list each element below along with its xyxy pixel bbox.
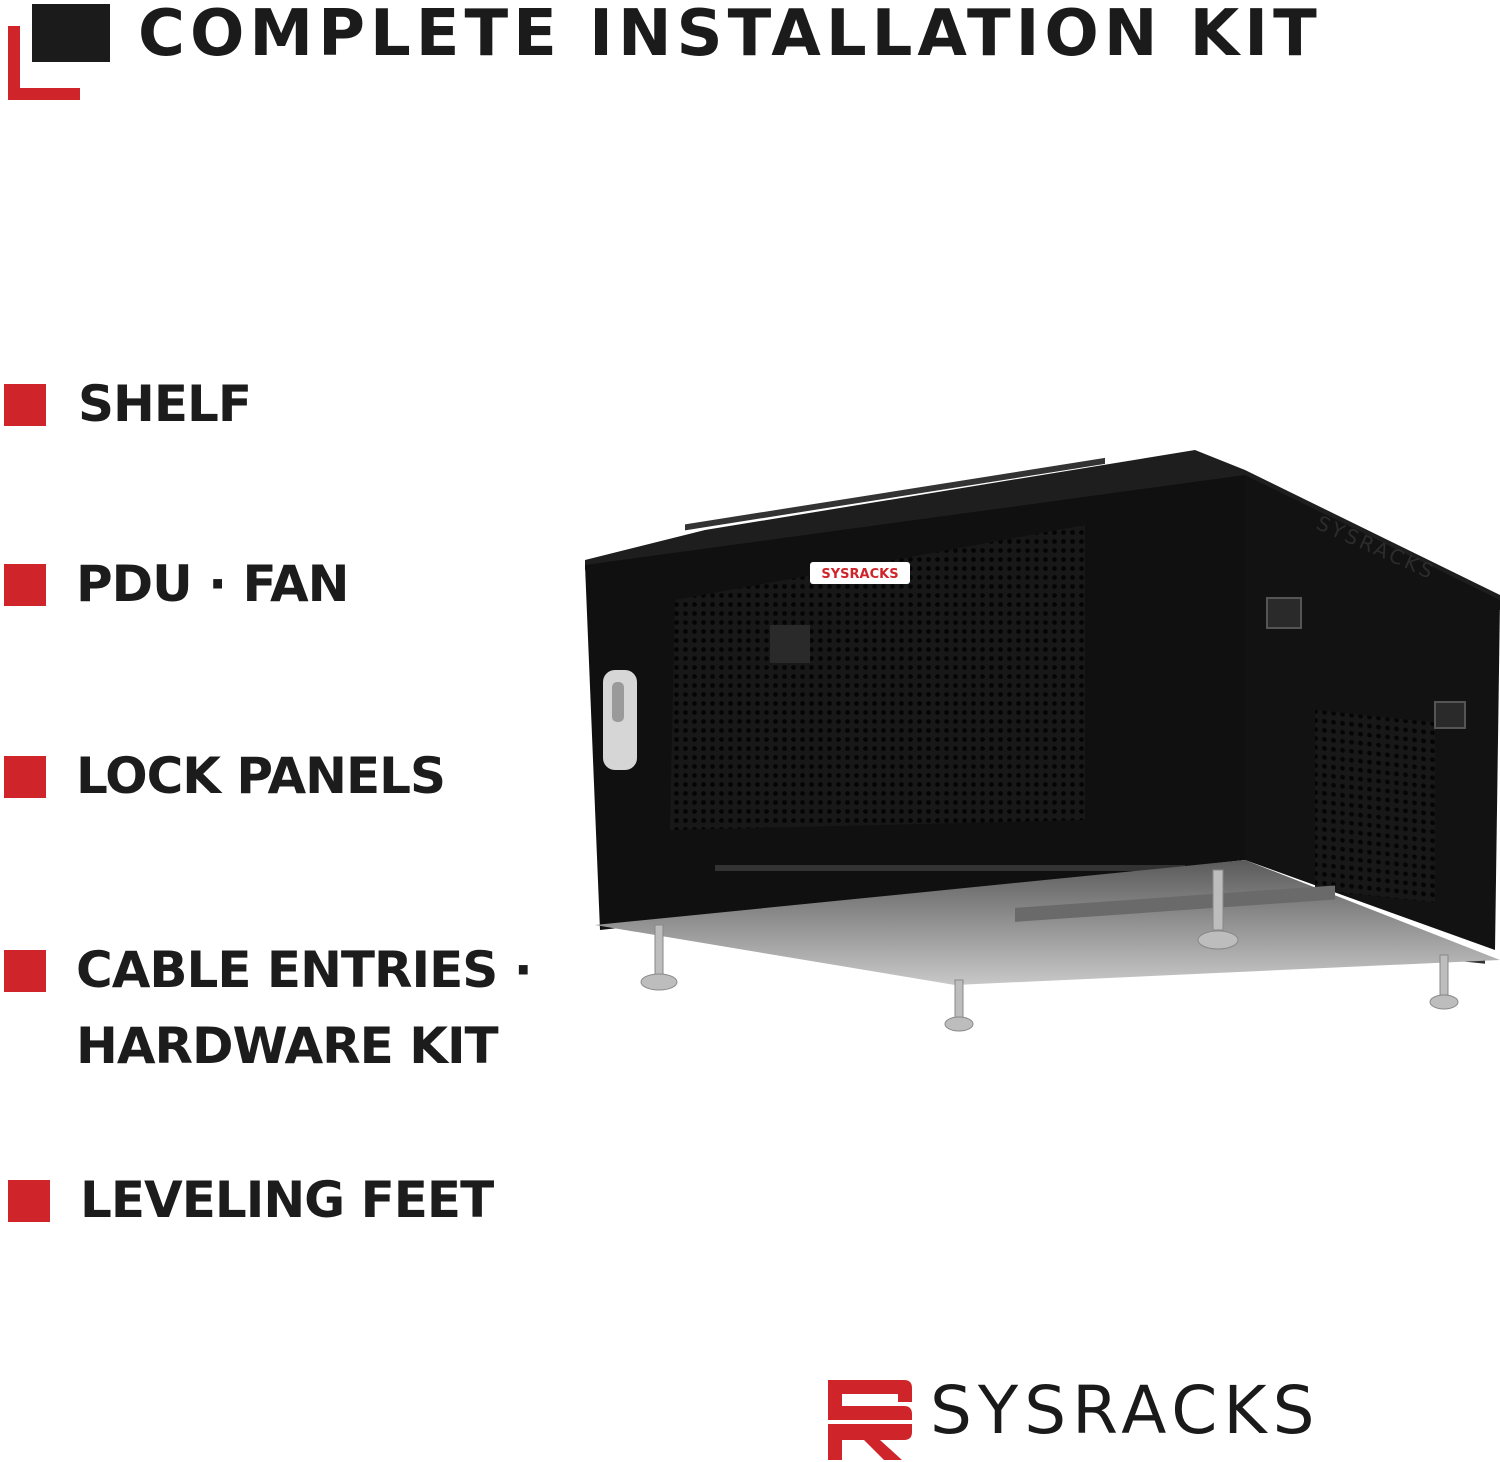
cabinet-image: SYSRACKS SYSRACKS	[585, 450, 1500, 1032]
bullet-icon	[8, 1180, 50, 1222]
feature-label: SHELF	[78, 375, 252, 433]
feature-list: SHELF PDU · FAN LOCK PANELS CABLE ENTRIE…	[0, 0, 600, 1300]
feature-label-line1: CABLE ENTRIES ·	[76, 941, 533, 999]
bullet-icon	[4, 950, 46, 992]
bullet-icon	[4, 756, 46, 798]
bullet-icon	[4, 564, 46, 606]
door-logo-text: SYSRACKS	[821, 567, 898, 582]
brand-wordmark: SYSRACKS	[930, 1372, 1321, 1449]
feature-label: LOCK PANELS	[76, 747, 446, 805]
feature-label-line2: HARDWARE KIT	[76, 1017, 499, 1075]
brand-logo: SYSRACKS	[818, 1372, 1458, 1462]
page-title: COMPLETE INSTALLATION KIT	[138, 0, 1322, 71]
corner-squares-icon	[8, 4, 110, 100]
feature-label: PDU · FAN	[76, 555, 350, 613]
feature-label: LEVELING FEET	[80, 1171, 494, 1229]
sysracks-logo-icon	[828, 1380, 912, 1460]
bullet-icon	[4, 384, 46, 426]
